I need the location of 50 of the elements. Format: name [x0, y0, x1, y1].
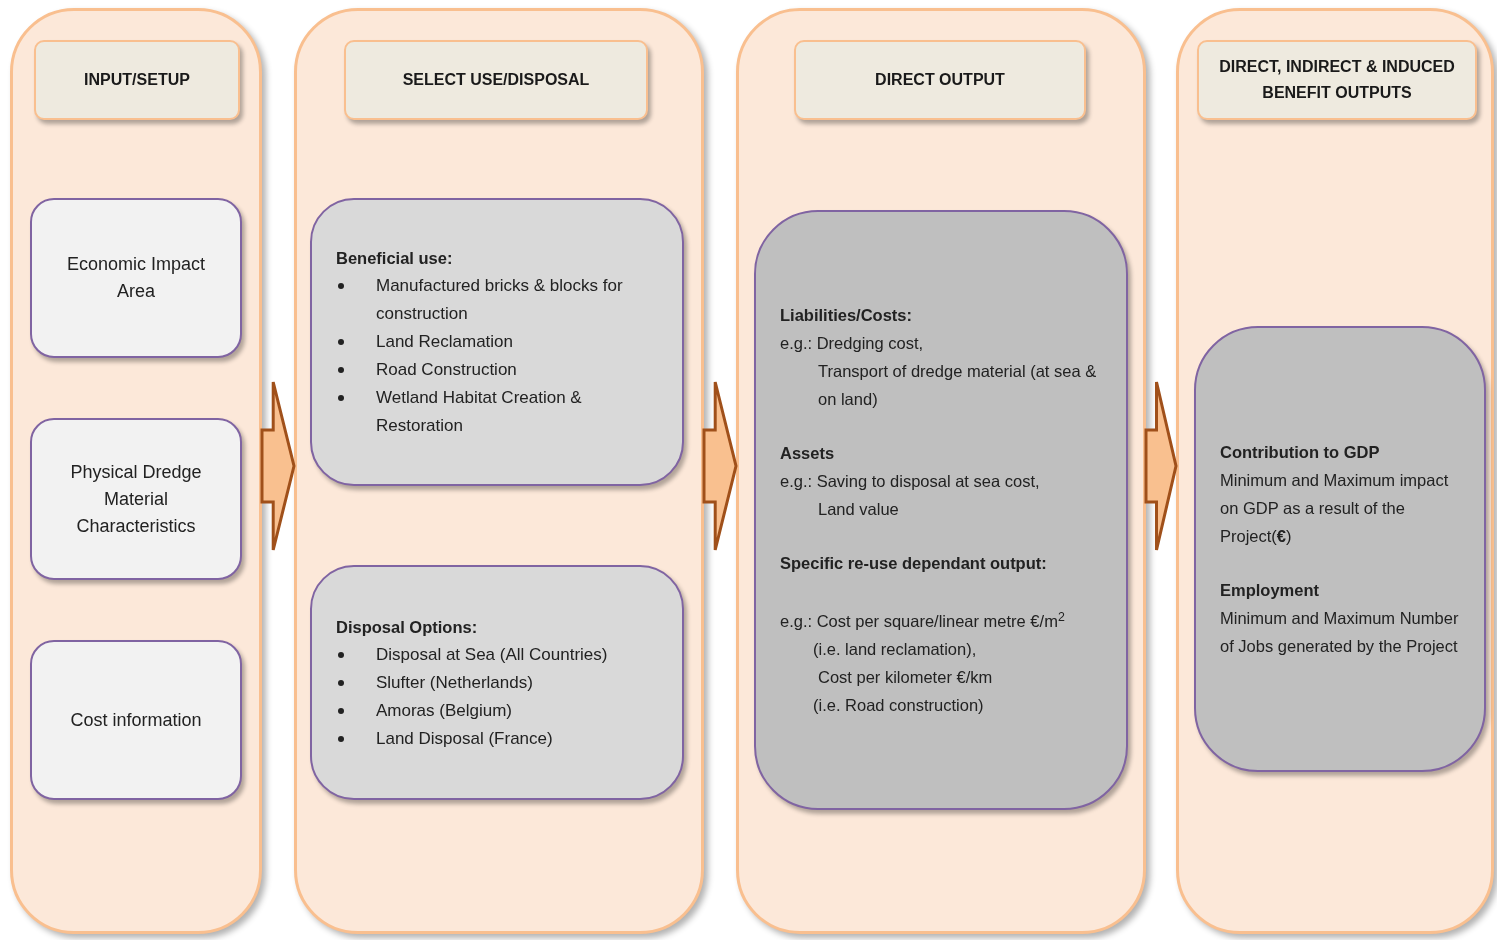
detail-text: (i.e. Road construction)	[812, 695, 985, 716]
detail-text: Transport of dredge material (at sea & on land)	[817, 361, 1098, 410]
stage-panel	[10, 8, 262, 934]
list-item: Road Construction	[376, 359, 517, 381]
stage-panel	[294, 8, 704, 934]
box-text: Cost information	[70, 708, 202, 732]
detail-text: e.g.: Cost per square/linear metre €/m$^{2}$	[780, 608, 1066, 632]
list-item: Disposal at Sea (All Countries)	[376, 643, 608, 666]
header-text: DIRECT, INDIRECT & INDUCED BENEFIT OUTPUTS	[1218, 57, 1456, 103]
detail-text: Minimum and Maximum impact on GDP as a result of the Project(€)	[1220, 470, 1450, 547]
block-arrow	[702, 380, 738, 552]
stage-header	[34, 40, 240, 120]
list-item: Land Reclamation	[376, 331, 514, 353]
list-item: Slufter (Netherlands)	[376, 671, 533, 694]
stage-panel	[1176, 8, 1494, 934]
input-box	[30, 418, 242, 580]
section-heading: Liabilities/Costs:	[780, 305, 914, 326]
option-box	[310, 198, 684, 486]
detail-text: Minimum and Maximum Number of Jobs generated by the Project	[1220, 608, 1460, 657]
block-arrow	[260, 380, 296, 552]
section-heading: Disposal Options:	[336, 616, 479, 638]
detail-text: Land value	[817, 499, 900, 520]
section-heading: Employment	[1220, 580, 1321, 601]
detail-text: e.g.: Saving to disposal at sea cost,	[780, 471, 1041, 492]
detail-text: (i.e. land reclamation),	[812, 639, 978, 660]
list-item: Amoras (Belgium)	[376, 699, 513, 722]
section-heading: Specific re-use dependant output:	[780, 553, 1048, 574]
detail-text: e.g.: Dredging cost,	[780, 333, 925, 354]
section-heading: Contribution to GDP	[1220, 442, 1381, 463]
output-box	[1194, 326, 1486, 772]
stage-header	[344, 40, 648, 120]
list-item: Land Disposal (France)	[376, 727, 553, 750]
box-text: Physical Dredge Material Characteristics	[69, 460, 203, 538]
stage-panel	[736, 8, 1146, 934]
header-text: DIRECT OUTPUT	[875, 70, 1005, 90]
section-heading: Beneficial use:	[336, 248, 454, 269]
output-box	[754, 210, 1128, 810]
detail-text: Cost per kilometer €/km	[817, 667, 994, 688]
section-heading: Assets	[780, 443, 836, 464]
list-item: Manufactured bricks & blocks for construction	[376, 275, 624, 325]
list-item: Wetland Habitat Creation & Restoration	[376, 387, 583, 437]
input-box	[30, 198, 242, 358]
block-arrow	[1144, 380, 1178, 552]
box-text: Economic Impact Area	[65, 253, 207, 303]
header-text: INPUT/SETUP	[84, 70, 190, 90]
stage-header	[794, 40, 1086, 120]
input-box	[30, 640, 242, 800]
stage-header	[1197, 40, 1477, 120]
header-text: SELECT USE/DISPOSAL	[402, 70, 590, 90]
option-box	[310, 565, 684, 800]
